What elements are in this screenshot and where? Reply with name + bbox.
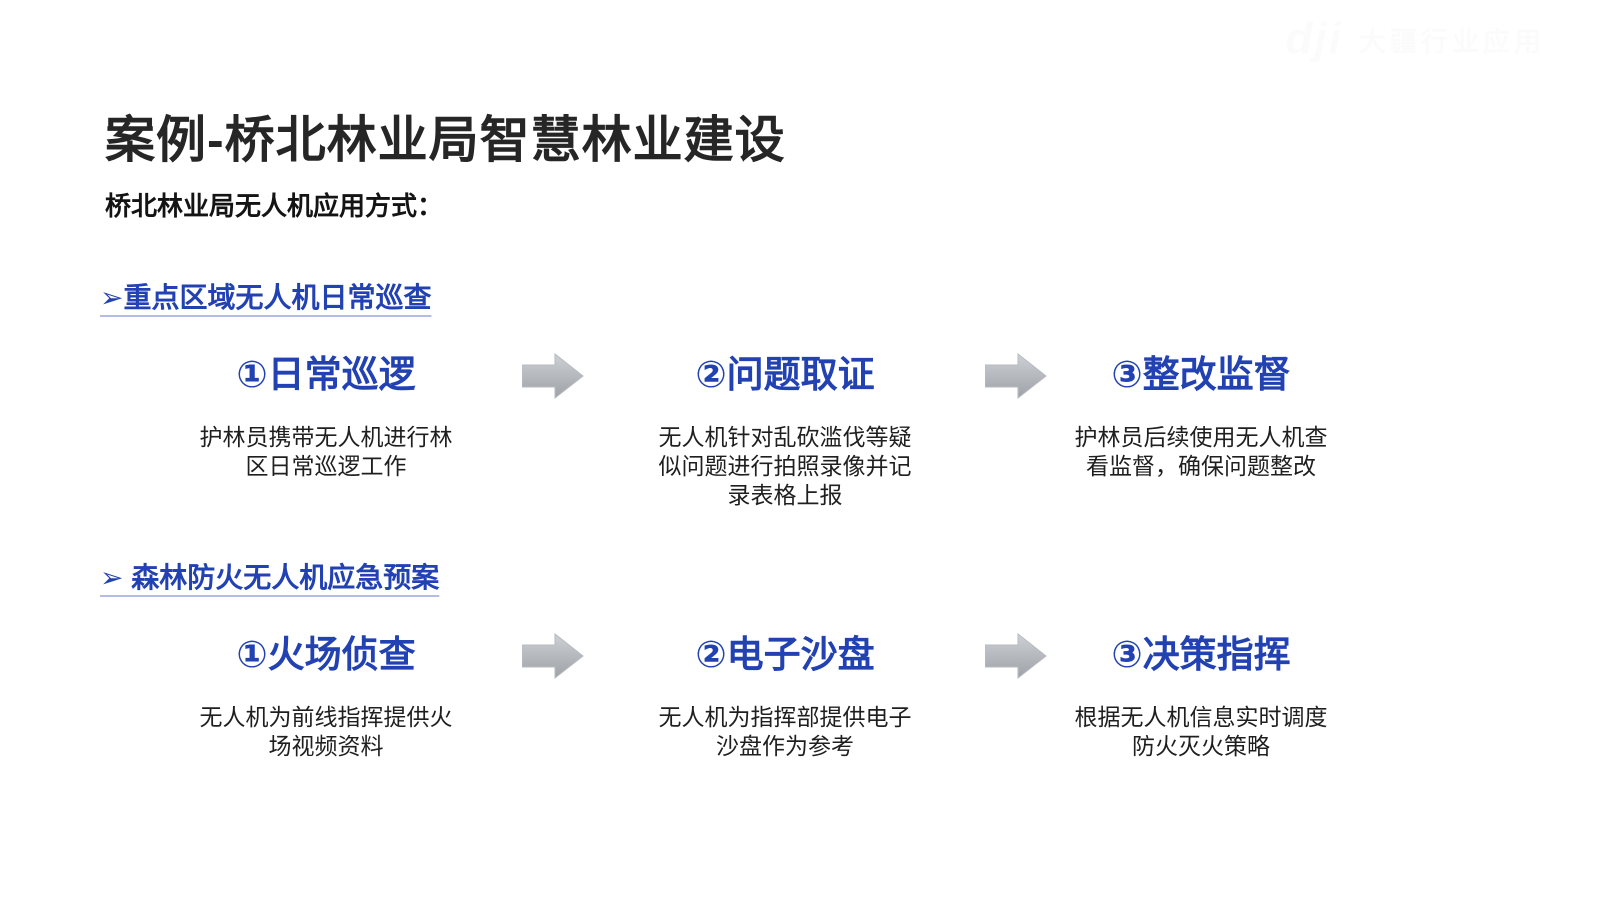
arrow-right-icon — [522, 352, 584, 400]
step-decision-command: ③决策指挥 根据无人机信息实时调度 防火灭火策略 — [1041, 632, 1361, 761]
step-electronic-sandbox: ②电子沙盘 无人机为指挥部提供电子 沙盘作为参考 — [625, 632, 945, 761]
step-description: 根据无人机信息实时调度 防火灭火策略 — [1074, 704, 1328, 759]
section-heading-fire-emergency: ➢ 森林防火无人机应急预案 — [100, 556, 439, 596]
section-heading-text: 森林防火无人机应急预案 — [123, 562, 440, 593]
step-description: 护林员后续使用无人机查 看监督，确保问题整改 — [1074, 424, 1328, 479]
arrowhead-bullet-icon: ➢ — [100, 282, 124, 313]
dji-logo: dji — [1285, 14, 1343, 63]
step-title: ②问题取证 — [695, 354, 875, 395]
dji-watermark-label: 大疆行业应用 — [1359, 26, 1545, 57]
slide-title: 案例-桥北林业局智慧林业建设 — [105, 112, 786, 168]
arrow-right-icon — [522, 632, 584, 680]
step-daily-patrol: ①日常巡逻 护林员携带无人机进行林 区日常巡逻工作 — [166, 352, 486, 481]
slide-subtitle: 桥北林业局无人机应用方式： — [105, 191, 444, 221]
step-fire-scouting: ①火场侦查 无人机为前线指挥提供火 场视频资料 — [166, 632, 486, 761]
step-evidence-collection: ②问题取证 无人机针对乱砍滥伐等疑 似问题进行拍照录像并记 录表格上报 — [625, 352, 945, 510]
section-heading-daily-patrol: ➢重点区域无人机日常巡查 — [100, 276, 431, 316]
arrowhead-bullet-icon: ➢ — [100, 562, 124, 593]
arrow-right-icon — [985, 352, 1047, 400]
step-title: ③整改监督 — [1111, 354, 1291, 395]
section-heading-text: 重点区域无人机日常巡查 — [123, 282, 432, 313]
step-title: ③决策指挥 — [1111, 634, 1291, 675]
step-title: ①日常巡逻 — [236, 354, 416, 395]
arrow-right-icon — [985, 632, 1047, 680]
step-title: ②电子沙盘 — [695, 634, 875, 675]
step-description: 无人机为指挥部提供电子 沙盘作为参考 — [658, 704, 912, 759]
dji-logo-watermark: dji 大疆行业应用 — [1286, 14, 1545, 64]
step-description: 护林员携带无人机进行林 区日常巡逻工作 — [199, 424, 453, 479]
step-description: 无人机为前线指挥提供火 场视频资料 — [199, 704, 453, 759]
step-rectification-supervision: ③整改监督 护林员后续使用无人机查 看监督，确保问题整改 — [1041, 352, 1361, 481]
step-title: ①火场侦查 — [236, 634, 416, 675]
step-description: 无人机针对乱砍滥伐等疑 似问题进行拍照录像并记 录表格上报 — [658, 424, 912, 508]
